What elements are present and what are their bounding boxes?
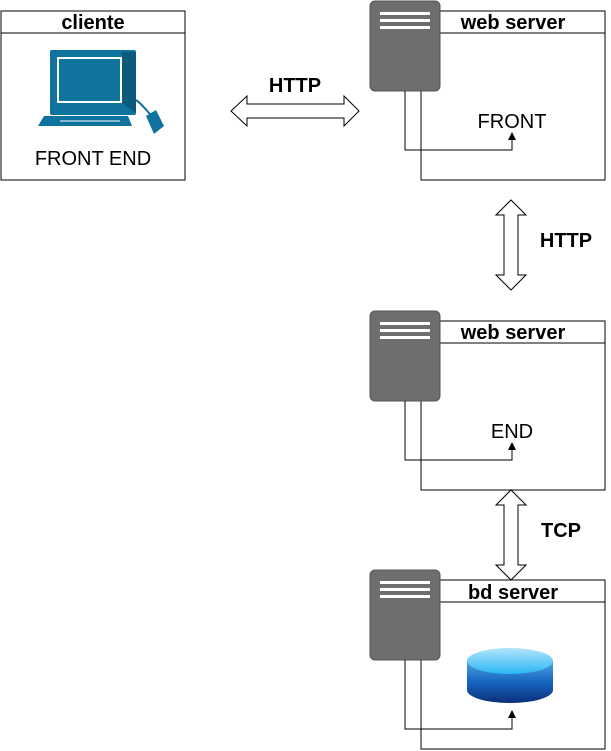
tcp-connector-vertical: TCP bbox=[494, 489, 581, 581]
server-icon bbox=[369, 569, 441, 661]
desktop-computer-icon bbox=[38, 50, 164, 134]
server-icon bbox=[369, 310, 441, 402]
web-server-end-content: END bbox=[491, 421, 533, 443]
client-box: cliente FRONT END bbox=[0, 10, 186, 181]
db-server-title: bd server bbox=[468, 582, 558, 604]
web-server-front-title: web server bbox=[460, 12, 566, 34]
connection-label-http-1: HTTP bbox=[269, 75, 321, 97]
connection-label-tcp: TCP bbox=[541, 520, 581, 542]
db-server-box: bd server bbox=[369, 569, 606, 750]
web-server-front-content: FRONT bbox=[478, 111, 547, 133]
web-server-end-title: web server bbox=[460, 322, 566, 344]
http-connector-horizontal: HTTP bbox=[230, 75, 360, 128]
server-icon bbox=[369, 0, 441, 92]
client-caption: FRONT END bbox=[35, 148, 151, 170]
connection-label-http-2: HTTP bbox=[540, 230, 592, 252]
client-title: cliente bbox=[61, 12, 124, 34]
web-server-end-box: web server END bbox=[369, 310, 606, 491]
http-connector-vertical: HTTP bbox=[494, 199, 592, 291]
database-icon bbox=[467, 648, 553, 703]
web-server-front-box: web server FRONT bbox=[369, 0, 606, 181]
